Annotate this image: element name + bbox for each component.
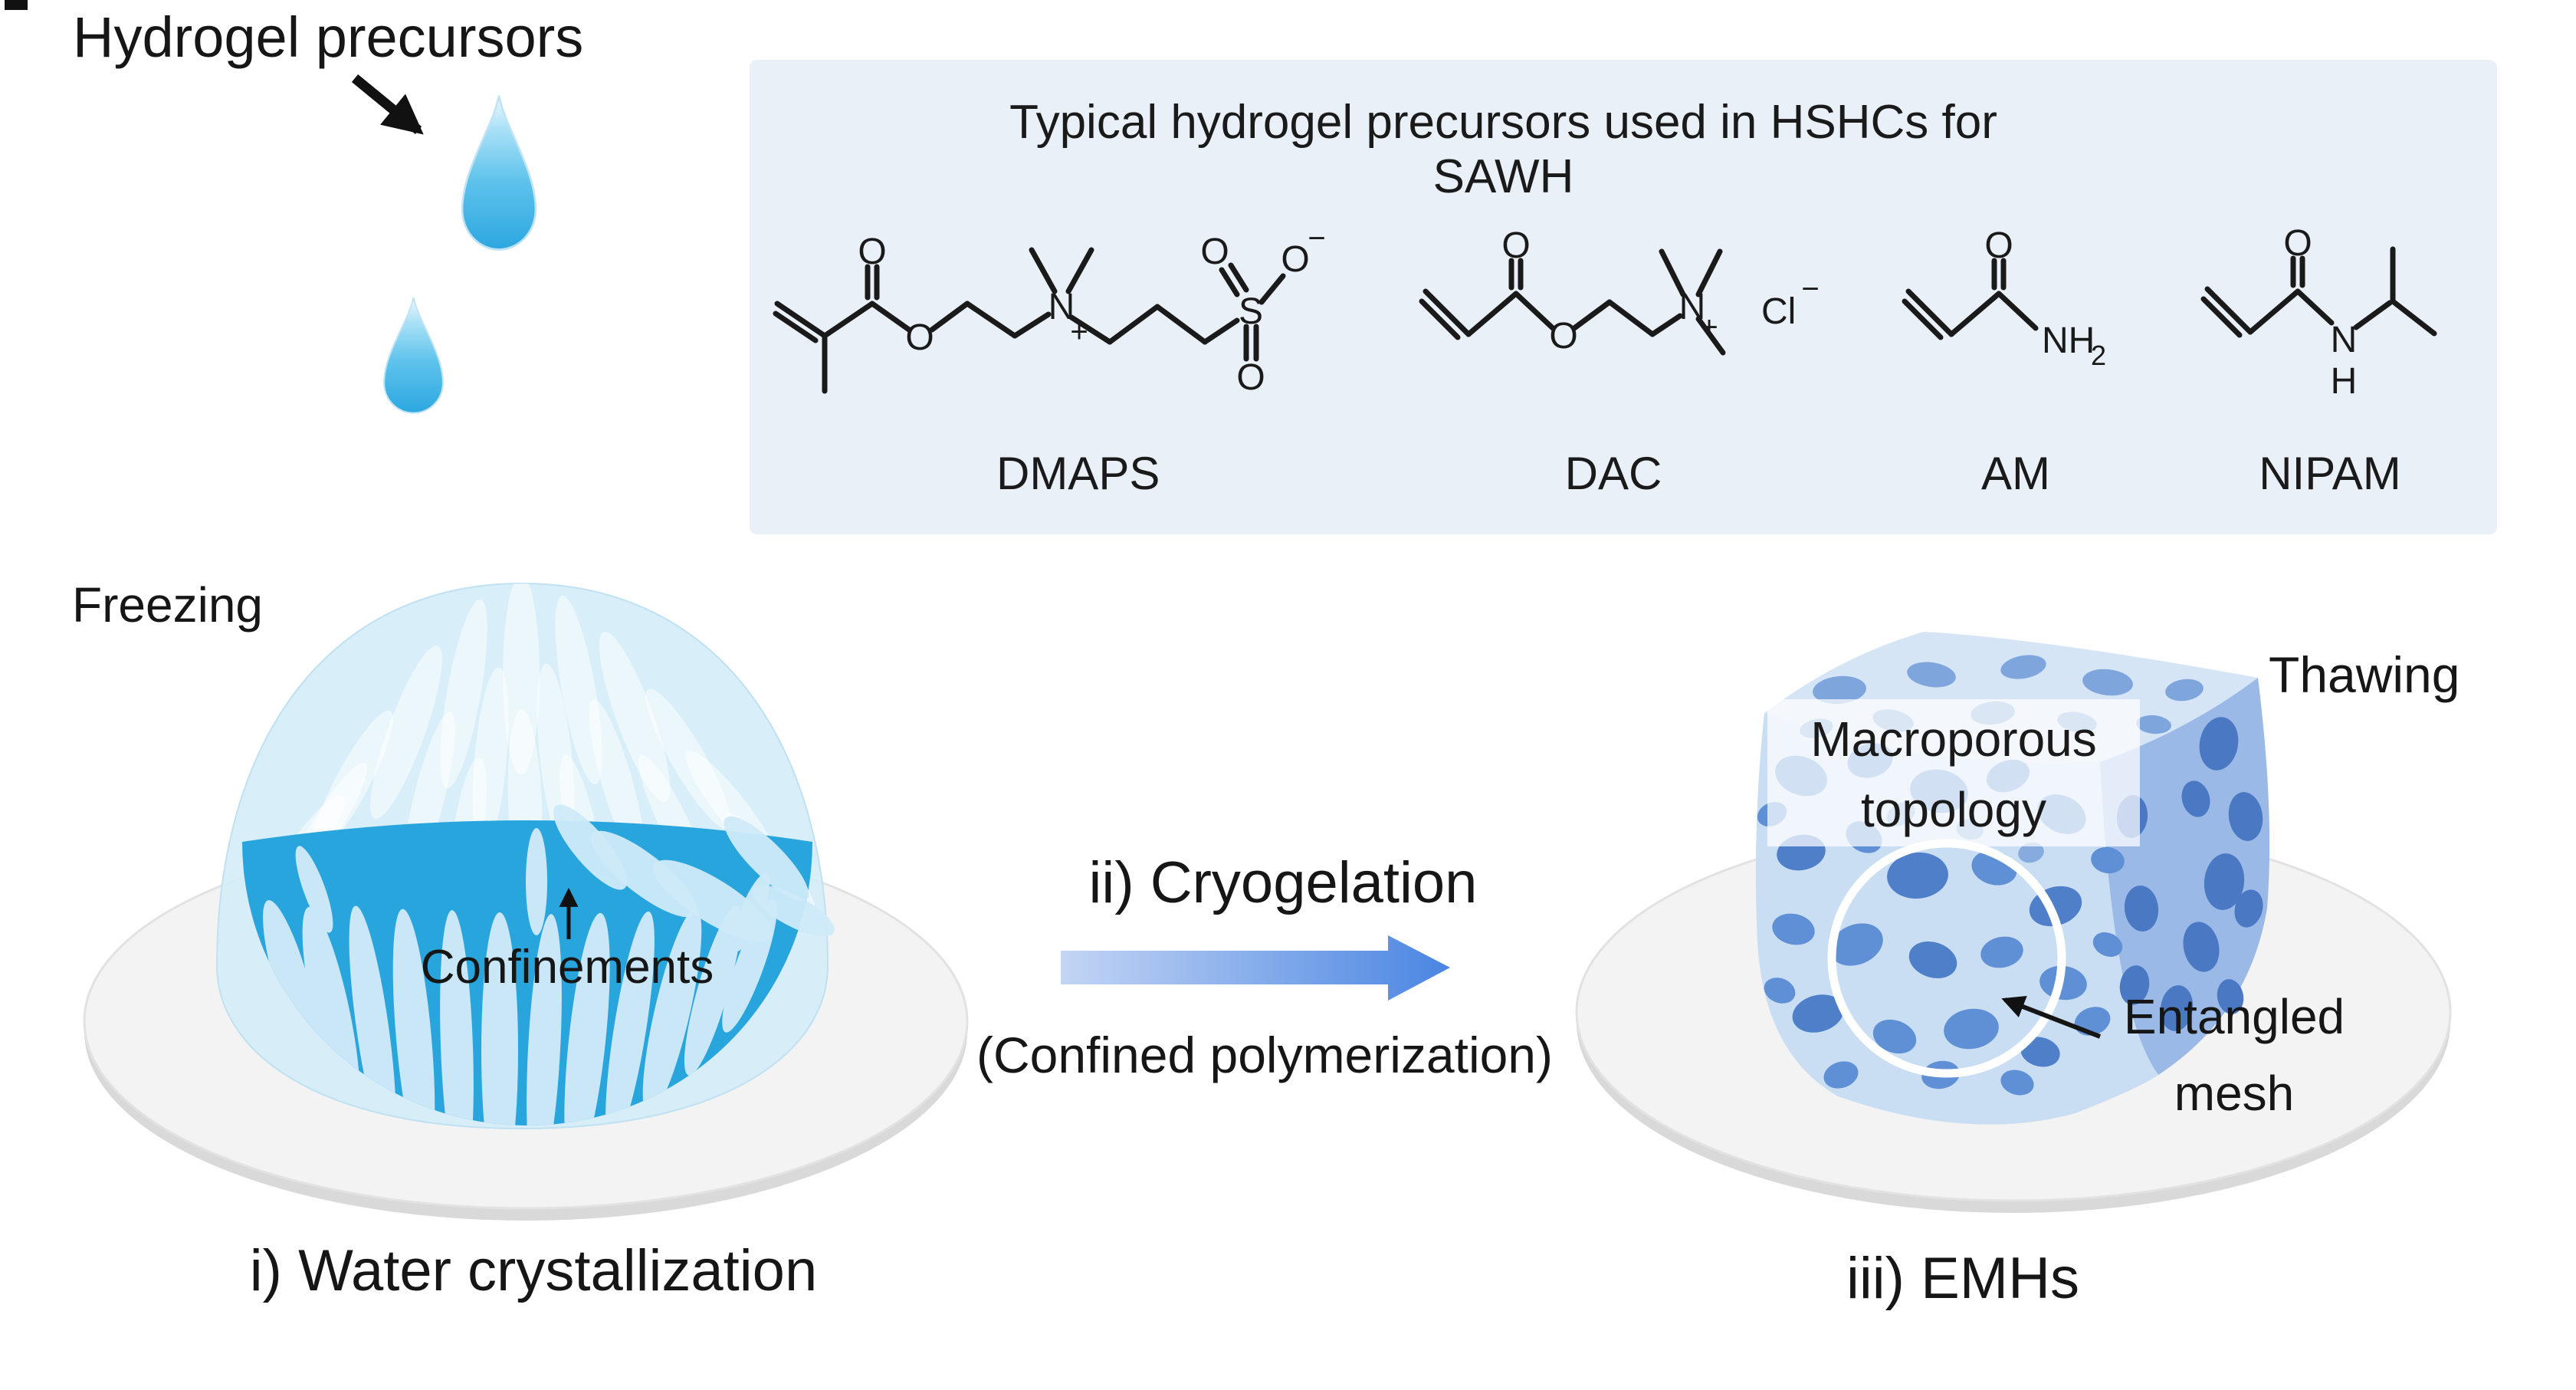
step2-title: ii) Cryogelation [1088, 850, 1478, 915]
atom-minus: − [1308, 222, 1325, 255]
step3-caption: iii) EMHs [1846, 1246, 2079, 1311]
am-label: AM [1981, 448, 2050, 499]
atom-o: O [2283, 223, 2312, 264]
atom-cl: Cl [1761, 291, 1796, 332]
atom-o: O [1200, 232, 1229, 272]
confinements-label: Confinements [420, 941, 714, 994]
macroporous-topology-callout: Macroporous topology [1767, 699, 2140, 846]
atom-n: N [1679, 287, 1706, 327]
precursor-panel: Typical hydrogel precursors used in HSHC… [750, 60, 2497, 534]
atom-n: N [1048, 287, 1075, 327]
process-arrow-icon [1061, 935, 1450, 1001]
nipam-bonds [2200, 246, 2437, 338]
atom-o: O [858, 232, 886, 272]
hydrogel-precursors-label: Hydrogel precursors [73, 5, 584, 69]
step2-note: (Confined polymerization) [976, 1027, 1553, 1083]
step1-caption: i) Water crystallization [249, 1238, 818, 1303]
freezing-dome-illustration [83, 582, 969, 1221]
am-bonds [1902, 258, 2039, 340]
atom-nh: NH [2042, 320, 2095, 361]
precursor-panel-title: Typical hydrogel precursors used in HSHC… [1009, 96, 1997, 203]
entangled-mesh-label: Entangled mesh [2100, 978, 2368, 1132]
am-structure: NH 2 O [1902, 225, 2106, 371]
atom-s: S [1239, 291, 1263, 332]
atom-sub2: 2 [2091, 340, 2106, 371]
corner-crop-mark [5, 0, 28, 10]
down-right-arrow-icon [351, 74, 424, 135]
dmaps-structure: O O N + S O O O − [773, 222, 1326, 398]
atom-o: O [1984, 225, 2013, 266]
atom-h: H [2331, 361, 2358, 402]
thawing-label: Thawing [2269, 646, 2460, 703]
confinement-ice-leaves [263, 828, 777, 1125]
dac-label: DAC [1564, 448, 1662, 499]
atom-o: O [1549, 316, 1577, 357]
macroporous-line1: Macroporous [1810, 711, 2097, 767]
atom-plus: + [1700, 311, 1718, 344]
overlapping-feathers [553, 804, 835, 942]
entangled-line1: Entangled [2123, 989, 2345, 1044]
atom-o: O [1501, 225, 1530, 266]
water-droplet-icon [461, 95, 537, 251]
atom-plus: + [1070, 315, 1088, 349]
nipam-structure: O N H [2200, 223, 2437, 402]
atom-n: N [2331, 320, 2358, 360]
dac-bonds [1419, 248, 1726, 356]
nipam-label: NIPAM [2259, 448, 2401, 499]
atom-minus: − [1801, 272, 1819, 306]
macroporous-line2: topology [1861, 782, 2046, 837]
entangled-mesh-arrow-icon [2001, 996, 2102, 1039]
dmaps-label: DMAPS [996, 448, 1160, 499]
dmaps-bonds [773, 247, 1286, 394]
freezing-label: Freezing [72, 577, 263, 633]
dac-structure: O O N + Cl − [1419, 225, 1820, 357]
atom-o: O [1281, 239, 1309, 280]
atom-o: O [905, 317, 934, 358]
entangled-line2: mesh [2174, 1066, 2295, 1121]
water-droplet-icon [383, 297, 444, 414]
atom-o: O [1236, 357, 1265, 398]
